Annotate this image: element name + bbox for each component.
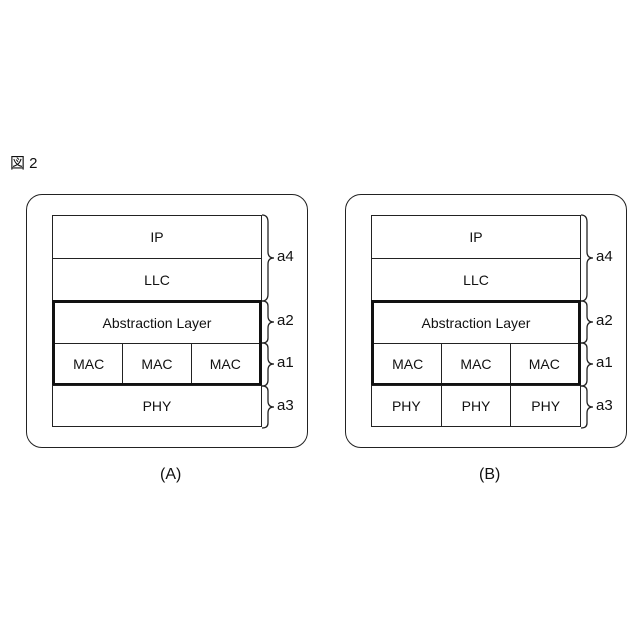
bracket-label-a1: a1 [596, 354, 613, 371]
mac-row: MAC MAC MAC [55, 344, 259, 383]
abstraction-layer: Abstraction Layer [55, 303, 259, 344]
mac-block: MAC [122, 344, 190, 383]
phy-block: PHY [53, 386, 261, 426]
llc-layer: LLC [371, 258, 581, 301]
bracket-label-a2: a2 [277, 312, 294, 329]
mac-block: MAC [374, 344, 441, 383]
phy-row: PHY [52, 385, 262, 427]
bracket-label-a3: a3 [277, 397, 294, 414]
caption-b: (B) [479, 466, 500, 484]
phy-block: PHY [372, 386, 441, 426]
bracket-label-a2: a2 [596, 312, 613, 329]
mac-row: MAC MAC MAC [374, 344, 578, 383]
phy-block: PHY [441, 386, 511, 426]
bracket-label-a4: a4 [277, 248, 294, 265]
bracket-label-a3: a3 [596, 397, 613, 414]
panel-b: IP LLC Abstraction Layer MAC MAC MAC PHY… [345, 194, 627, 448]
caption-a: (A) [160, 466, 181, 484]
abstraction-mac-group: Abstraction Layer MAC MAC MAC [371, 300, 581, 386]
phy-row: PHY PHY PHY [371, 385, 581, 427]
ip-layer: IP [371, 215, 581, 259]
figure-label: 図 2 [10, 152, 38, 173]
bracket-label-a4: a4 [596, 248, 613, 265]
panel-a: IP LLC Abstraction Layer MAC MAC MAC PHY [26, 194, 308, 448]
bracket-label-a1: a1 [277, 354, 294, 371]
abstraction-mac-group: Abstraction Layer MAC MAC MAC [52, 300, 262, 386]
phy-block: PHY [510, 386, 580, 426]
mac-block: MAC [55, 344, 122, 383]
abstraction-layer: Abstraction Layer [374, 303, 578, 344]
ip-layer: IP [52, 215, 262, 259]
mac-block: MAC [510, 344, 578, 383]
mac-block: MAC [191, 344, 259, 383]
mac-block: MAC [441, 344, 509, 383]
llc-layer: LLC [52, 258, 262, 301]
